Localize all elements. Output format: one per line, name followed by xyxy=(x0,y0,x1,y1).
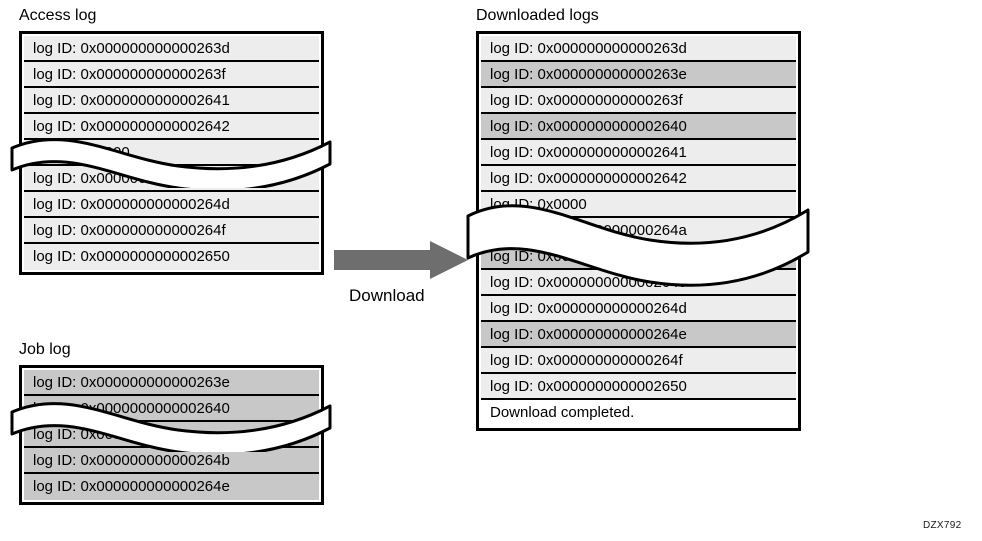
access-log-row: log ID: 0x0000000000002642 xyxy=(24,114,319,140)
downloaded-log-row: Download completed. xyxy=(481,400,796,426)
job-log-row: log ID: 0x000000000000264e xyxy=(24,474,319,500)
access-log-row: log ID: 0x0000 xyxy=(24,140,319,166)
downloaded-log-row: log ID: 0x000000000000264d xyxy=(481,296,796,322)
downloaded-log-row: log ID: 0x0000000000002650 xyxy=(481,374,796,400)
downloaded-log-row: log ID: 0x0000000000002640 xyxy=(481,114,796,140)
access-log-row: log ID: 0x000000000000263d xyxy=(24,36,319,62)
downloaded-log-row: log ID: 0x000000000000264e xyxy=(481,322,796,348)
access-log-row: log ID: 0x000000000000263f xyxy=(24,62,319,88)
job-log-row: log ID: 0x000000000000263e xyxy=(24,370,319,396)
downloaded-log-row: log ID: 0x000000000000264a xyxy=(481,218,796,244)
downloaded-log-row: log ID: 0x000000000000264c xyxy=(481,270,796,296)
downloaded-log-row: log ID: 0x000000000000263f xyxy=(481,88,796,114)
access-log-row: log ID: 0x000000000000264f xyxy=(24,218,319,244)
downloaded-log-row: log ID: 0x000000000000264f xyxy=(481,348,796,374)
job-log-title: Job log xyxy=(19,341,71,358)
access-log-row: log ID: 0x000000000000264d xyxy=(24,192,319,218)
access-log-row: log ID: 0x0000000000002650 xyxy=(24,244,319,270)
job-log-row: log ID: 0x0000000000002640 xyxy=(24,396,319,422)
downloaded-log-row: log ID: 0x000000000000263d xyxy=(481,36,796,62)
job-log-row: log ID: 0x000000000000264b xyxy=(24,448,319,474)
downloaded-log-row: log ID: 0x000000000000264b xyxy=(481,244,796,270)
access-log-title: Access log xyxy=(19,7,97,24)
downloaded-log-row: log ID: 0x0000000000002641 xyxy=(481,140,796,166)
figure-code: DZX792 xyxy=(923,520,962,531)
downloaded-log-row: log ID: 0x0000 xyxy=(481,192,796,218)
downloaded-log-row: log ID: 0x000000000000263e xyxy=(481,62,796,88)
downloaded-log-row: log ID: 0x0000000000002642 xyxy=(481,166,796,192)
access-log-row: log ID: 0x0000000000002641 xyxy=(24,88,319,114)
download-arrow-icon xyxy=(334,241,468,284)
download-arrow-label: Download xyxy=(349,286,425,305)
job-log-row: log ID: 0x0000 xyxy=(24,422,319,448)
downloaded-logs-title: Downloaded logs xyxy=(476,7,599,24)
access-log-row: log ID: 0x000000000000264c xyxy=(24,166,319,192)
